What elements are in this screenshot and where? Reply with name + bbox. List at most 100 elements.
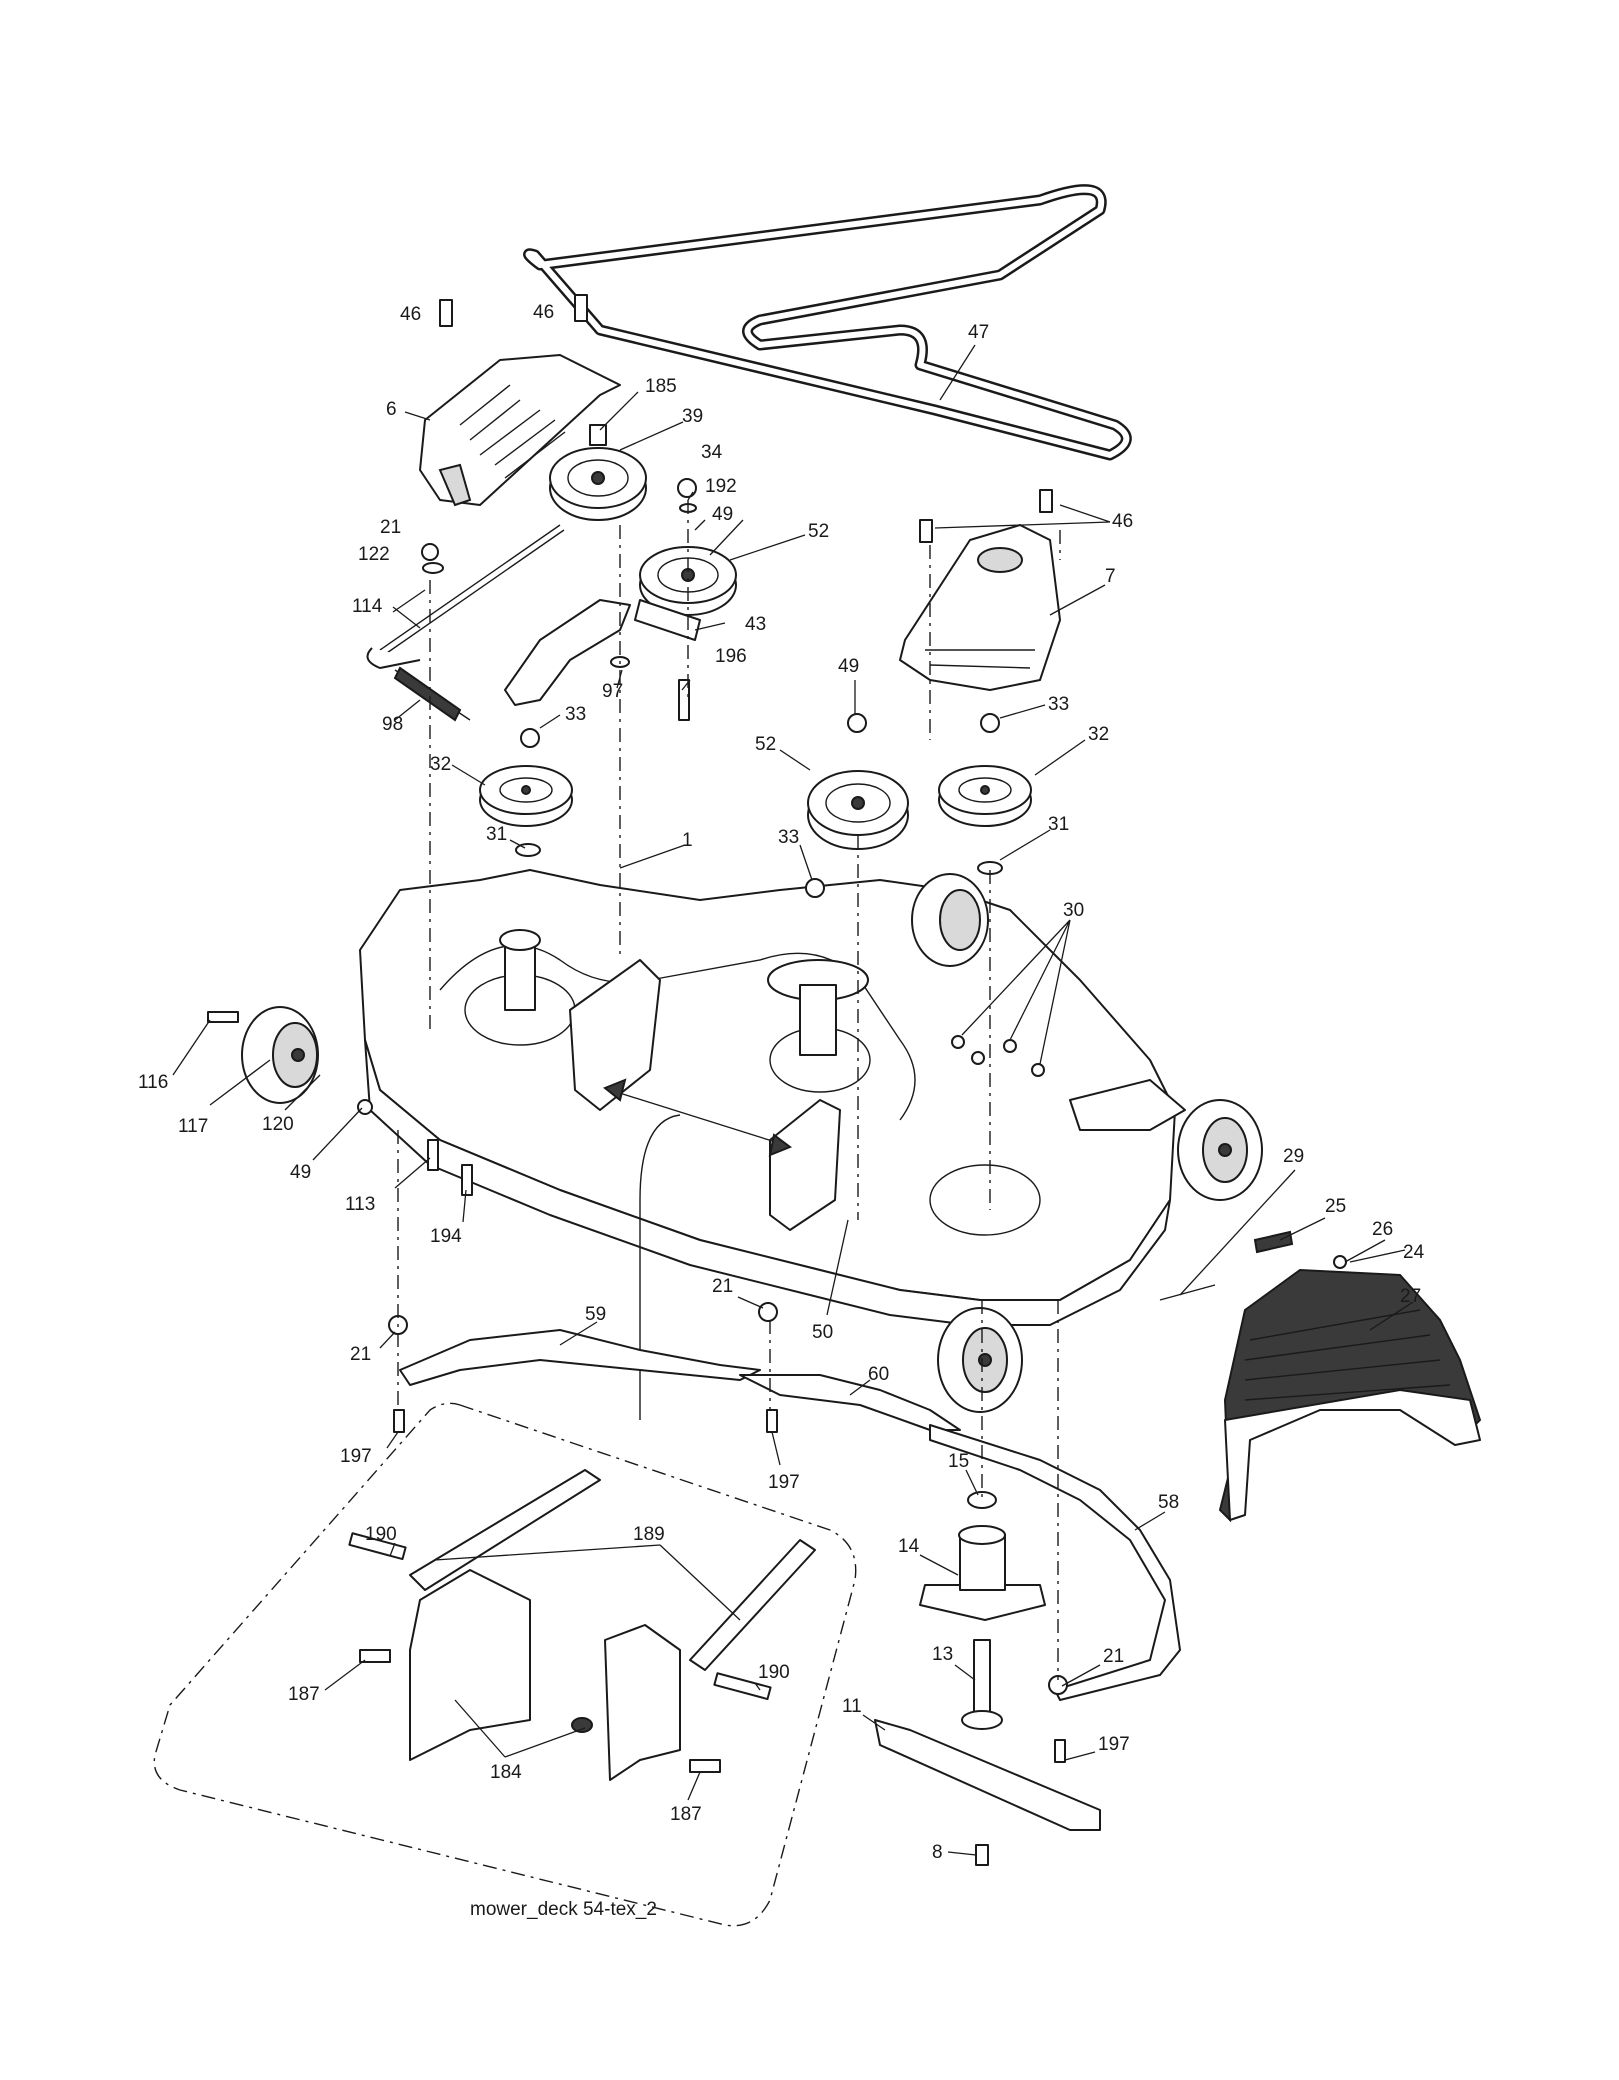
callout-21: 21	[350, 1344, 371, 1365]
chute-spring-25	[1253, 1230, 1294, 1254]
hanger-arm-189-right	[689, 1539, 816, 1671]
callout-32: 32	[1088, 724, 1109, 745]
baffle-58	[929, 1424, 1181, 1701]
callout-7: 7	[1105, 566, 1116, 587]
callout-31: 31	[486, 824, 507, 845]
callout-197: 197	[340, 1446, 372, 1467]
hanger-plate-right	[604, 1624, 681, 1781]
callout-39: 39	[682, 406, 703, 427]
callout-187: 187	[288, 1684, 320, 1705]
callout-187: 187	[670, 1804, 702, 1825]
callout-43: 43	[745, 614, 766, 635]
callout-29: 29	[1283, 1146, 1304, 1167]
callout-31: 31	[1048, 814, 1069, 835]
callout-190: 190	[365, 1524, 397, 1545]
callout-46: 46	[1112, 511, 1133, 532]
callout-13: 13	[932, 1644, 953, 1665]
deck-bracket-right	[769, 1099, 841, 1231]
callout-197: 197	[768, 1472, 800, 1493]
callout-50: 50	[812, 1322, 833, 1343]
callout-52: 52	[755, 734, 776, 755]
callout-192: 192	[705, 476, 737, 497]
hardware	[207, 294, 1347, 1763]
wheel-bracket-right	[1069, 1079, 1186, 1131]
baffle-59	[399, 1329, 761, 1386]
bushing-184	[571, 1717, 593, 1733]
callout-46: 46	[533, 302, 554, 323]
bolt-187-right	[689, 1759, 721, 1773]
callout-32: 32	[430, 754, 451, 775]
blade-bolt-8	[975, 1844, 989, 1866]
callout-116: 116	[138, 1072, 168, 1093]
callout-21: 21	[380, 517, 401, 538]
callout-189: 189	[633, 1524, 665, 1545]
callout-113: 113	[345, 1194, 375, 1215]
gauge-wheel-front-center	[937, 1307, 1023, 1413]
spindle-shaft-13	[961, 1639, 1003, 1730]
discharge-chute-27	[1218, 1268, 1482, 1523]
callout-60: 60	[868, 1364, 889, 1385]
hanger-arm-189-left	[409, 1469, 601, 1591]
callout-122: 122	[358, 544, 390, 565]
callout-190: 190	[758, 1662, 790, 1683]
spindle-pulley-32-right	[938, 765, 1032, 827]
idler-pulley-52-upper	[639, 546, 737, 616]
callout-97: 97	[602, 681, 623, 702]
hanger-kit-outline	[153, 1402, 857, 1927]
callout-49: 49	[712, 504, 733, 525]
idler-pulley-52-lower	[807, 770, 909, 850]
callout-197: 197	[1098, 1734, 1130, 1755]
tension-spring-98	[393, 666, 471, 722]
callout-46: 46	[400, 304, 421, 325]
baffle-60	[739, 1374, 961, 1431]
callout-184: 184	[490, 1762, 522, 1783]
mower-deck-shell	[359, 869, 1176, 1326]
hanger-plate-left	[409, 1569, 531, 1761]
mower-blade-11	[874, 1719, 1101, 1831]
gauge-wheel-front-right	[1177, 1099, 1263, 1201]
callout-120: 120	[262, 1114, 294, 1135]
callout-185: 185	[645, 376, 677, 397]
spindle-pulley-32-left	[479, 765, 573, 827]
belt-cover-left	[419, 354, 621, 507]
callout-25: 25	[1325, 1196, 1346, 1217]
deck-bracket-left	[569, 959, 661, 1111]
callout-11: 11	[842, 1696, 862, 1717]
callouts: 46 46 47 185 6 39 34 192 49 52 46 7 21 1…	[138, 302, 1425, 1863]
callout-52: 52	[808, 521, 829, 542]
callout-194: 194	[430, 1226, 462, 1247]
callout-21: 21	[1103, 1646, 1124, 1667]
drive-belt	[523, 184, 1132, 461]
bearing-washer-15	[967, 1491, 997, 1509]
chute-rod-29	[1159, 1284, 1216, 1301]
callout-58: 58	[1158, 1492, 1179, 1513]
leader-lines	[172, 344, 1414, 1856]
belt-cover-right	[899, 524, 1061, 691]
idler-arm-43	[504, 599, 701, 706]
callout-117: 117	[178, 1116, 208, 1137]
gauge-wheel-rear-right	[911, 873, 989, 967]
callout-196: 196	[715, 646, 747, 667]
assembly-axes	[397, 500, 1061, 1680]
bolt-187-left	[359, 1649, 391, 1663]
callout-14: 14	[898, 1536, 920, 1557]
callout-8: 8	[932, 1842, 943, 1863]
callout-49: 49	[838, 656, 859, 677]
callout-98: 98	[382, 714, 403, 735]
direction-arrow	[603, 1078, 793, 1157]
callout-33: 33	[565, 704, 586, 725]
deck-spindle-center	[767, 959, 869, 1056]
bolt-190-right	[713, 1672, 772, 1701]
callout-49: 49	[290, 1162, 311, 1183]
callout-24: 24	[1403, 1242, 1425, 1263]
idler-pulley-39	[549, 424, 647, 521]
callout-59: 59	[585, 1304, 606, 1325]
diagram-caption: mower_deck 54-tex_2	[470, 1899, 657, 1920]
callout-1: 1	[682, 830, 693, 851]
callout-33: 33	[778, 827, 799, 848]
callout-15: 15	[948, 1451, 969, 1472]
callout-26: 26	[1372, 1219, 1393, 1240]
callout-34: 34	[701, 442, 723, 463]
cable	[639, 1114, 681, 1420]
